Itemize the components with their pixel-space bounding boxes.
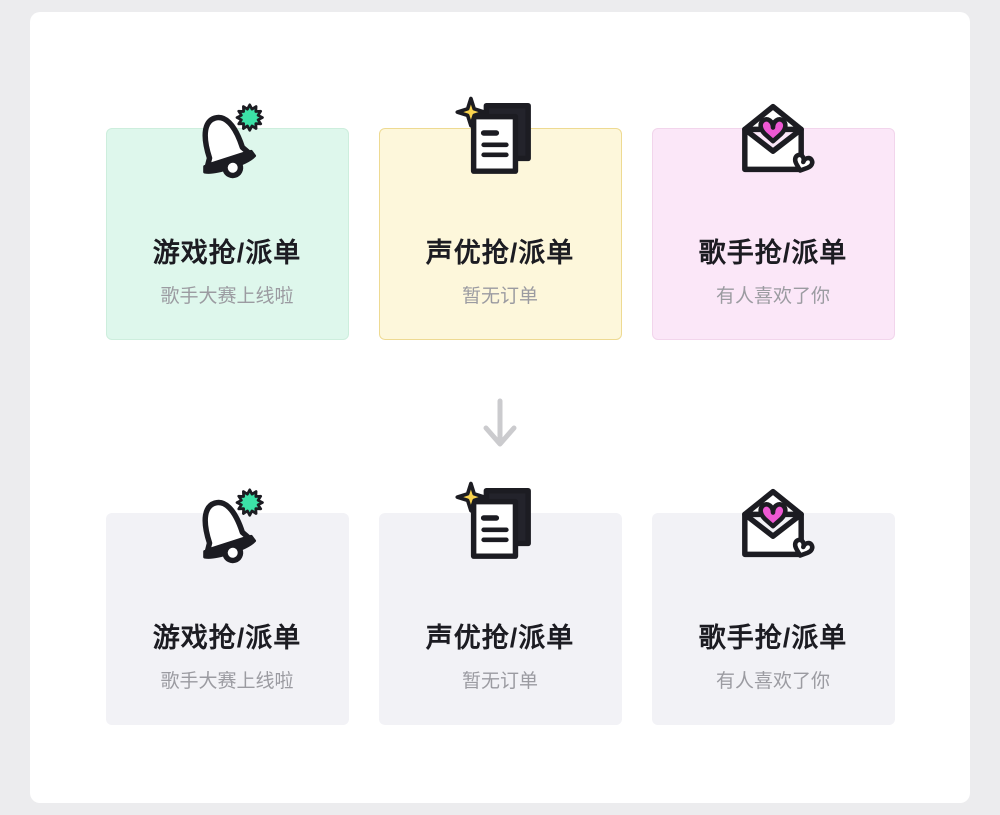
starburst-badge — [235, 488, 264, 517]
card-game-orders-colored[interactable]: 游戏抢/派单 歌手大赛上线啦 — [105, 103, 349, 340]
card-voice-orders-muted[interactable]: 声优抢/派单 暂无订单 — [378, 481, 622, 725]
card-title: 声优抢/派单 — [425, 623, 575, 653]
card-subtitle: 暂无订单 — [461, 671, 538, 692]
content-panel: 游戏抢/派单 歌手大赛上线啦 声优抢/派单 暂无订单 — [30, 12, 970, 803]
card-title: 歌手抢/派单 — [698, 623, 848, 653]
card-subtitle: 歌手大赛上线啦 — [160, 286, 294, 307]
sparkle-star — [455, 96, 487, 128]
small-heart — [792, 152, 815, 173]
card-subtitle: 有人喜欢了你 — [715, 286, 830, 307]
big-heart — [758, 502, 788, 529]
cards-row-colored: 游戏抢/派单 歌手大赛上线啦 声优抢/派单 暂无订单 — [30, 12, 970, 340]
transition-arrow-row — [30, 340, 970, 513]
card-singer-orders-colored[interactable]: 歌手抢/派单 有人喜欢了你 — [651, 103, 895, 340]
card-game-orders-muted[interactable]: 游戏抢/派单 歌手大赛上线啦 — [105, 488, 349, 725]
card-subtitle: 暂无订单 — [461, 286, 538, 307]
envelope-heart-icon — [723, 93, 823, 193]
card-singer-orders-muted[interactable]: 歌手抢/派单 有人喜欢了你 — [651, 488, 895, 725]
card-title: 游戏抢/派单 — [152, 623, 302, 653]
sparkle-star — [455, 481, 487, 513]
card-title: 歌手抢/派单 — [698, 238, 848, 268]
small-heart — [792, 537, 815, 558]
card-subtitle: 歌手大赛上线啦 — [160, 671, 294, 692]
documents-star-icon — [450, 478, 550, 578]
bell-badge-icon — [177, 93, 277, 193]
card-title: 声优抢/派单 — [425, 238, 575, 268]
card-subtitle: 有人喜欢了你 — [715, 671, 830, 692]
card-title: 游戏抢/派单 — [152, 238, 302, 268]
card-voice-orders-colored[interactable]: 声优抢/派单 暂无订单 — [378, 96, 622, 340]
envelope-heart-icon — [723, 478, 823, 578]
cards-row-muted: 游戏抢/派单 歌手大赛上线啦 声优抢/派单 暂无订单 — [30, 481, 970, 725]
big-heart — [758, 117, 788, 144]
documents-star-icon — [450, 93, 550, 193]
starburst-badge — [235, 103, 264, 132]
bell-badge-icon — [177, 478, 277, 578]
down-arrow-icon — [478, 395, 522, 458]
